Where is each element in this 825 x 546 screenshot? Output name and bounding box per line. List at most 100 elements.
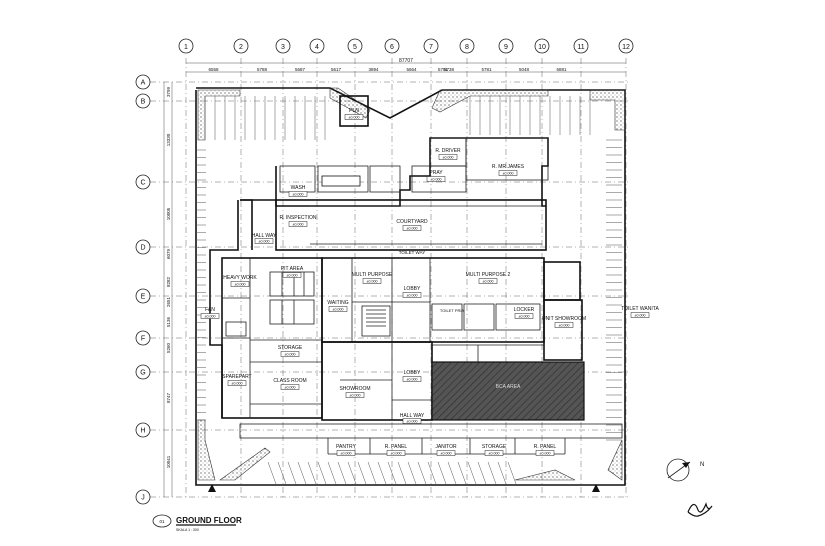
dimension-label: 5260	[166, 342, 171, 353]
level-value: ±0.000	[407, 378, 418, 382]
room-hall-way-left: HALL WAY	[252, 233, 277, 239]
grid-bubble-row-F: F	[135, 330, 151, 346]
level-tag: ±0.000	[386, 450, 406, 456]
room-r-driver: R. DRIVER	[435, 148, 461, 154]
level-tag: ±0.000	[554, 322, 574, 328]
level-value: ±0.000	[407, 294, 418, 298]
level-value: ±0.000	[349, 116, 360, 120]
level-tags: ±0.000 ±0.000 ±0.000 ±0.000 ±0.000 ±0.000 ±0.0…	[200, 114, 650, 456]
room-storage-bottom: STORAGE	[482, 444, 507, 450]
grid-bubble-column-8: 8	[459, 38, 475, 54]
north-arrow-icon: N	[666, 458, 704, 482]
room-courtyard: COURTYARD	[396, 219, 428, 225]
row-label: H	[140, 428, 145, 435]
level-tag: ±0.000	[200, 313, 220, 319]
room-r-panel-2: R. PANEL	[534, 444, 557, 450]
level-value: ±0.000	[350, 394, 361, 398]
dimension-label: 5788	[257, 67, 268, 72]
level-tag: ±0.000	[402, 292, 422, 298]
room-pln: PLN	[349, 108, 359, 114]
row-label: B	[141, 99, 146, 106]
room-bca-area: BCA AREA	[496, 384, 521, 390]
level-tag: ±0.000	[484, 450, 504, 456]
level-value: ±0.000	[431, 178, 442, 182]
level-tag: ±0.000	[344, 114, 364, 120]
level-value: ±0.000	[441, 452, 452, 456]
row-label: E	[141, 294, 146, 301]
dimension-label: 5136	[166, 316, 171, 327]
level-value: ±0.000	[341, 452, 352, 456]
room-lobby-top: LOBBY	[404, 286, 421, 292]
level-value: ±0.000	[407, 227, 418, 231]
grid-bubble-column-4: 4	[309, 38, 325, 54]
grid-bubble-column-10: 10	[534, 38, 550, 54]
column-label: 12	[622, 44, 630, 51]
level-tag: ±0.000	[535, 450, 555, 456]
dimension-label: 10041	[166, 455, 171, 468]
room-lobby-bottom: LOBBY	[404, 370, 421, 376]
drawing-title: GROUND FLOOR	[176, 516, 242, 525]
level-tag: ±0.000	[402, 225, 422, 231]
dimension-label: 5664	[406, 67, 417, 72]
level-tag: ±0.000	[402, 376, 422, 382]
level-value: ±0.000	[489, 452, 500, 456]
level-value: ±0.000	[232, 382, 243, 386]
room-r-mr-james: R. MR JAMES	[492, 164, 525, 170]
row-label: C	[140, 180, 145, 187]
column-label: 5	[353, 44, 357, 51]
room-storage-mid: STORAGE	[278, 345, 303, 351]
level-tag: ±0.000	[336, 450, 356, 456]
room-multi-purpose-2: MULTI PURPOSE 2	[466, 272, 511, 278]
row-label: G	[140, 370, 145, 377]
room-toilet-wanita: TOILET WANITA	[621, 306, 659, 312]
room-sparepart: SPAREPART	[222, 374, 251, 380]
row-label: F	[141, 336, 145, 343]
level-value: ±0.000	[333, 308, 344, 312]
grid-bubble-row-J: J	[135, 489, 151, 505]
row-label: A	[141, 80, 146, 87]
level-value: ±0.000	[293, 223, 304, 227]
level-value: ±0.000	[287, 274, 298, 278]
level-value: ±0.000	[293, 193, 304, 197]
room-r-inspection: R. INSPECTION	[280, 215, 317, 221]
grid-bubble-column-1: 1	[178, 38, 194, 54]
level-tag: ±0.000	[345, 392, 365, 398]
dimension-label: 3799	[166, 86, 171, 97]
grid-bubble-column-12: 12	[618, 38, 634, 54]
grid-lines	[150, 58, 630, 500]
dimension-label: 6881	[556, 67, 567, 72]
column-label: 4	[315, 44, 319, 51]
column-label: 8	[465, 44, 469, 51]
room-waiting: WAITING	[327, 300, 348, 306]
room-labels: PLN R. DRIVER R. MR JAMES PRAY WASH R. I…	[205, 108, 659, 450]
column-label: 2	[239, 44, 243, 51]
level-tag: ±0.000	[478, 278, 498, 284]
room-fan: FAN	[205, 307, 215, 313]
level-value: ±0.000	[205, 315, 216, 319]
level-value: ±0.000	[367, 280, 378, 284]
level-value: ±0.000	[519, 315, 530, 319]
level-value: ±0.000	[391, 452, 402, 456]
level-value: ±0.000	[559, 324, 570, 328]
dimension-label: 5738	[444, 67, 455, 72]
level-tag: ±0.000	[426, 176, 446, 182]
grid-bubble-row-C: C	[135, 174, 151, 190]
grid-bubble-row-D: D	[135, 239, 151, 255]
room-pantry: PANTRY	[336, 444, 356, 450]
column-label: 9	[504, 44, 508, 51]
dimension-label: 3894	[368, 67, 379, 72]
dimension-label: 8747	[166, 392, 171, 403]
grid-bubble-row-B: B	[135, 93, 151, 109]
room-class-room: CLASS ROOM	[273, 378, 306, 384]
level-tag: ±0.000	[514, 313, 534, 319]
column-label: 1	[184, 44, 188, 51]
dimension-label: 5048	[519, 67, 530, 72]
column-label: 3	[281, 44, 285, 51]
dimension-label: 5751	[438, 67, 449, 72]
level-tag: ±0.000	[254, 238, 274, 244]
level-tag: ±0.000	[328, 306, 348, 312]
room-locker: LOCKER	[514, 307, 535, 313]
grid-bubble-row-A: A	[135, 74, 151, 90]
